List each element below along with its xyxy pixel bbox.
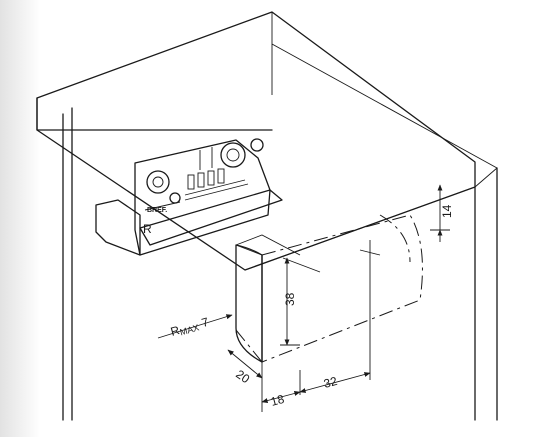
dimension-rmax: RMAX7 xyxy=(157,314,233,340)
background-shade xyxy=(0,0,40,437)
dim-20-label: 20 xyxy=(233,367,252,386)
dimension-32: 32 xyxy=(299,372,371,393)
cabinet-top-panel xyxy=(36,11,498,271)
dim-38-label: 38 xyxy=(283,292,297,306)
door-swing-outline xyxy=(235,214,423,363)
dim-32-label: 32 xyxy=(322,374,339,391)
rmax-label: RMAX7 xyxy=(169,315,211,340)
concealed-hinge: BREF. R xyxy=(95,138,283,256)
dim-14-label: 14 xyxy=(440,204,454,218)
hinge-brand-label: BREF. xyxy=(147,207,167,214)
dim-18-label: 18 xyxy=(269,392,286,409)
dimension-18: 18 xyxy=(261,391,301,409)
dimension-38: 38 xyxy=(280,257,300,346)
hinge-side-letter: R xyxy=(143,222,152,236)
cabinet-side-panels xyxy=(62,44,498,421)
dimension-14: 14 xyxy=(430,184,454,242)
